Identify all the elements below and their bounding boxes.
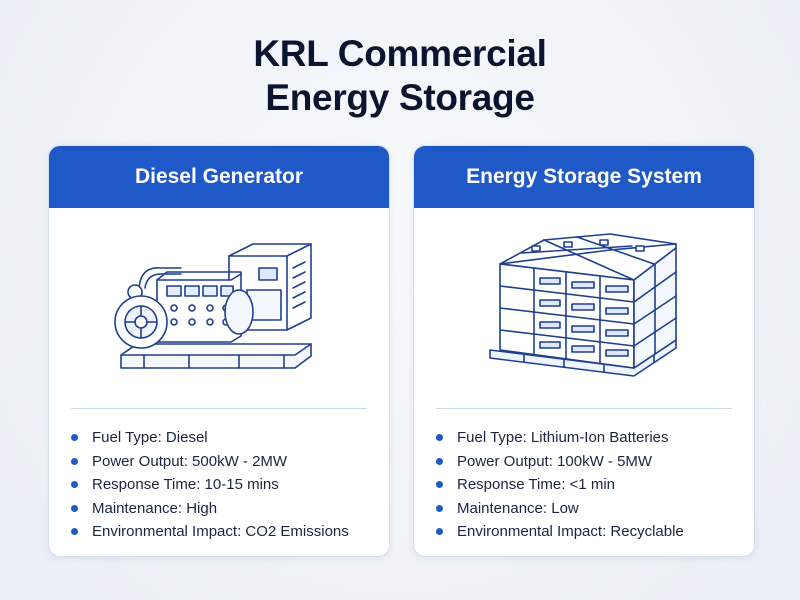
- bullet-icon: [436, 457, 443, 465]
- energy-storage-spec-list: Fuel Type: Lithium-Ion Batteries Power O…: [436, 426, 684, 544]
- page-title-line-2: Energy Storage: [265, 77, 535, 118]
- spec-text: Maintenance: Low: [457, 499, 579, 517]
- bullet-icon: [436, 481, 443, 489]
- card-divider: [436, 408, 732, 409]
- spec-item-response-time: Response Time: 10-15 mins: [71, 473, 349, 497]
- spec-item-environmental-impact: Environmental Impact: CO2 Emissions: [71, 520, 349, 544]
- bullet-icon: [71, 434, 78, 442]
- bullet-icon: [71, 481, 78, 489]
- diesel-generator-spec-list: Fuel Type: Diesel Power Output: 500kW - …: [71, 426, 349, 544]
- spec-text: Response Time: 10-15 mins: [92, 476, 279, 494]
- spec-item-power-output: Power Output: 100kW - 5MW: [436, 450, 684, 474]
- spec-item-fuel-type: Fuel Type: Lithium-Ion Batteries: [436, 426, 684, 450]
- spec-text: Response Time: <1 min: [457, 476, 615, 494]
- page-title: KRL Commercial Energy Storage: [0, 32, 800, 120]
- spec-item-maintenance: Maintenance: Low: [436, 497, 684, 521]
- spec-text: Maintenance: High: [92, 499, 218, 517]
- spec-item-maintenance: Maintenance: High: [71, 497, 349, 521]
- spec-item-fuel-type: Fuel Type: Diesel: [71, 426, 349, 450]
- card-divider: [71, 408, 367, 409]
- battery-storage-icon: [414, 218, 754, 398]
- spec-item-response-time: Response Time: <1 min: [436, 473, 684, 497]
- spec-text: Power Output: 100kW - 5MW: [457, 452, 653, 470]
- diesel-generator-card: Diesel Generator: [48, 145, 390, 557]
- bullet-icon: [71, 528, 78, 536]
- card-header-diesel-generator: Diesel Generator: [49, 146, 389, 208]
- bullet-icon: [436, 504, 443, 512]
- bullet-icon: [71, 504, 78, 512]
- spec-item-environmental-impact: Environmental Impact: Recyclable: [436, 520, 684, 544]
- spec-text: Environmental Impact: CO2 Emissions: [92, 523, 349, 541]
- spec-text: Fuel Type: Diesel: [92, 429, 208, 447]
- spec-text: Environmental Impact: Recyclable: [457, 523, 684, 541]
- energy-storage-system-card: Energy Storage System: [413, 145, 755, 557]
- spec-text: Power Output: 500kW - 2MW: [92, 452, 288, 470]
- bullet-icon: [71, 457, 78, 465]
- spec-item-power-output: Power Output: 500kW - 2MW: [71, 450, 349, 474]
- diesel-generator-icon: [49, 218, 389, 398]
- page-title-line-1: KRL Commercial: [253, 33, 547, 74]
- card-header-energy-storage-system: Energy Storage System: [414, 146, 754, 208]
- spec-text: Fuel Type: Lithium-Ion Batteries: [457, 429, 669, 447]
- bullet-icon: [436, 434, 443, 442]
- bullet-icon: [436, 528, 443, 536]
